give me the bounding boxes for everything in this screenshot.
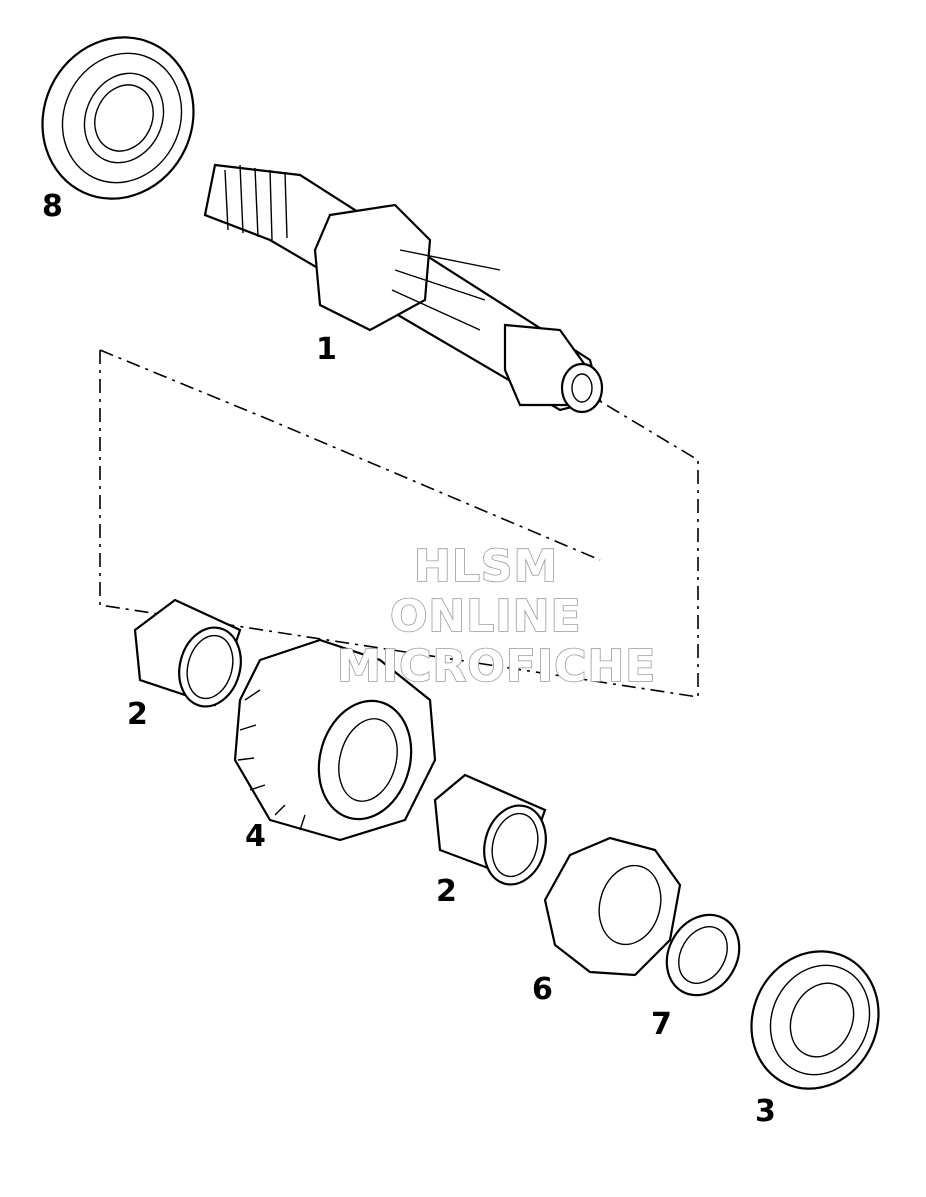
needle-bearing-2-upper[interactable] xyxy=(133,598,249,713)
gear-6[interactable] xyxy=(543,836,682,977)
callout-8[interactable]: 8 xyxy=(42,189,63,224)
watermark-line-1: HLSM xyxy=(413,541,559,592)
ball-bearing-3[interactable] xyxy=(729,930,901,1109)
needle-bearing-2-lower[interactable] xyxy=(433,773,554,891)
watermark-line-2: ONLINE xyxy=(389,591,582,642)
ball-bearing-8[interactable] xyxy=(16,12,219,223)
callout-3[interactable]: 3 xyxy=(755,1094,776,1129)
callout-1[interactable]: 1 xyxy=(316,332,337,367)
callout-2-upper[interactable]: 2 xyxy=(127,697,148,732)
washer-7[interactable] xyxy=(653,902,754,1009)
callout-7[interactable]: 7 xyxy=(651,1007,672,1042)
callout-4[interactable]: 4 xyxy=(245,819,266,854)
watermark-line-3: MICROFICHE xyxy=(336,641,657,692)
callout-2-lower[interactable]: 2 xyxy=(436,874,457,909)
main-shaft-1[interactable] xyxy=(203,163,604,414)
double-gear-4[interactable] xyxy=(233,638,437,842)
assembly-guide-line xyxy=(99,349,699,698)
callout-6[interactable]: 6 xyxy=(532,972,553,1007)
